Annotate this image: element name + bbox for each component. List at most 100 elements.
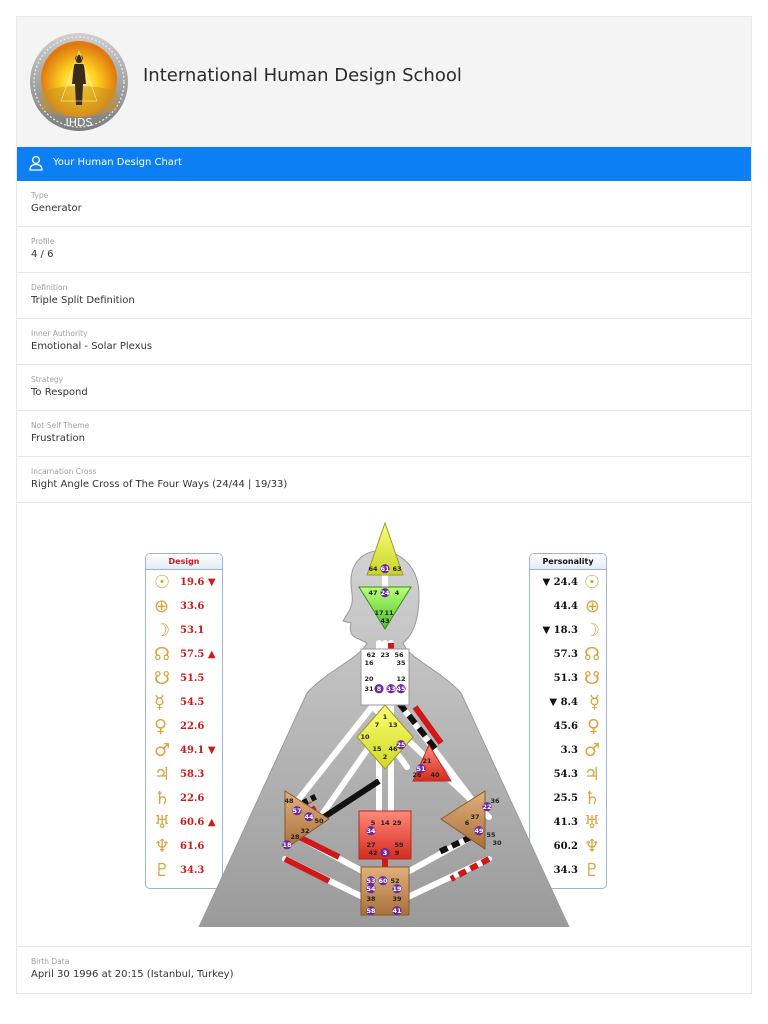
detail-strategy: Strategy To Respond xyxy=(17,365,751,411)
design-value: 49.1 ▼ xyxy=(180,745,216,756)
gate-label-26: 26 xyxy=(412,771,422,779)
g-center xyxy=(356,704,414,770)
user-icon xyxy=(29,155,43,171)
personality-value: 25.5 xyxy=(553,793,578,804)
ihds-logo[interactable]: IHDS xyxy=(29,29,129,135)
personality-row-saturn: 25.5 ♄ xyxy=(530,788,606,810)
gate-label-13: 13 xyxy=(388,721,397,729)
gate-marker xyxy=(378,876,388,886)
logo-text: IHDS xyxy=(66,116,93,129)
chart-title: Your Human Design Chart xyxy=(53,157,182,168)
personality-value: 3.3 xyxy=(560,745,578,756)
gate-label-37: 37 xyxy=(470,813,479,821)
gate-label-41: 41 xyxy=(392,907,402,915)
design-row-south-node: ☋51.5 xyxy=(146,668,222,690)
personality-value: 41.3 xyxy=(553,817,578,828)
detail-label: Strategy xyxy=(31,375,64,384)
gate-marker xyxy=(396,740,406,750)
gate-label-54: 54 xyxy=(366,885,376,893)
gate-marker xyxy=(374,684,384,694)
design-value: 22.6 xyxy=(180,721,205,732)
design-row-mercury: ☿54.5 xyxy=(146,692,222,714)
gate-label-60: 60 xyxy=(378,877,388,885)
gate-label-25: 25 xyxy=(396,741,406,749)
personality-panel-title: Personality xyxy=(530,554,606,570)
personality-value: 44.4 xyxy=(553,601,578,612)
gate-label-40: 40 xyxy=(430,771,440,779)
gate-label-64: 64 xyxy=(368,565,378,573)
personality-row-south-node: 51.3☋ xyxy=(530,668,606,690)
neptune-icon: ♆ xyxy=(583,836,600,857)
gate-label-50: 50 xyxy=(314,817,324,825)
personality-row-mars: 3.3♂ xyxy=(530,740,606,762)
gate-label-3: 3 xyxy=(383,849,388,857)
detail-value: Frustration xyxy=(31,433,85,444)
gate-label-53: 53 xyxy=(366,877,375,885)
personality-row-pluto: 34.3♇ xyxy=(530,860,606,882)
detail-value: 4 / 6 xyxy=(31,249,54,260)
gate-label-39: 39 xyxy=(392,895,402,903)
pluto-icon: ♇ xyxy=(154,860,171,881)
mars-icon: ♂ xyxy=(154,740,171,761)
design-row-mars: ♂ 49.1 ▼ xyxy=(146,740,222,762)
pluto-icon: ♇ xyxy=(583,860,600,881)
personality-value: ▼ 18.3 xyxy=(542,625,578,636)
gate-marker xyxy=(366,826,376,836)
gate-label-8: 8 xyxy=(377,685,382,693)
personality-value: 60.2 xyxy=(553,841,578,852)
personality-value: ▼ 24.4 xyxy=(542,577,578,588)
gate-marker xyxy=(396,684,406,694)
south-node-icon: ☋ xyxy=(584,668,600,689)
gate-label-7: 7 xyxy=(375,721,380,729)
design-value: 53.1 xyxy=(180,625,205,636)
mercury-icon: ☿ xyxy=(154,692,166,713)
design-row-jupiter: ♃58.3 xyxy=(146,764,222,786)
gate-label-31: 31 xyxy=(364,685,374,693)
design-row-moon: ☽53.1 xyxy=(146,620,222,642)
gate-label-17: 17 xyxy=(374,609,383,617)
jupiter-icon: ♃ xyxy=(154,764,171,785)
gate-label-20: 20 xyxy=(364,675,374,683)
gate-marker xyxy=(380,564,390,574)
gate-label-10: 10 xyxy=(360,733,370,741)
personality-value: 54.3 xyxy=(553,769,578,780)
personality-row-earth: 44.4⊕ xyxy=(530,596,606,618)
design-value: 33.6 xyxy=(180,601,205,612)
sun-icon: ☉ xyxy=(583,572,600,593)
gate-label-52: 52 xyxy=(390,877,399,885)
jupiter-icon: ♃ xyxy=(583,764,600,785)
detail-value: Emotional - Solar Plexus xyxy=(31,341,153,352)
gate-label-42: 42 xyxy=(368,849,377,857)
design-row-earth: ⊕33.6 xyxy=(146,596,222,618)
design-value: 57.5 ▲ xyxy=(180,649,216,660)
south-node-icon: ☋ xyxy=(154,668,170,689)
gate-label-46: 46 xyxy=(388,745,398,753)
detail-label: Inner Authority xyxy=(31,329,88,338)
detail-value: To Respond xyxy=(31,387,88,398)
gate-label-18: 18 xyxy=(282,841,292,849)
gate-label-11: 11 xyxy=(384,609,394,617)
gate-marker xyxy=(292,806,302,816)
gate-label-35: 35 xyxy=(396,659,406,667)
gate-label-6: 6 xyxy=(465,819,470,827)
detail-value: Right Angle Cross of The Four Ways (24/4… xyxy=(31,479,288,490)
detail-label: Profile xyxy=(31,237,55,246)
gate-label-28: 28 xyxy=(290,833,300,841)
site-header: IHDS International Human Design School xyxy=(17,17,751,147)
gate-marker xyxy=(416,764,426,774)
gate-label-59: 59 xyxy=(394,841,404,849)
design-value: 60.6 ▲ xyxy=(180,817,216,828)
site-title: International Human Design School xyxy=(143,65,462,86)
saturn-icon: ♄ xyxy=(583,788,600,809)
gate-marker xyxy=(366,876,376,886)
gate-marker xyxy=(366,884,376,894)
detail-not-self-theme: Not-Self Theme Frustration xyxy=(17,411,751,457)
uranus-icon: ♅ xyxy=(154,812,171,833)
solar-plexus-center xyxy=(440,790,486,850)
gate-label-5: 5 xyxy=(371,819,376,827)
personality-row-sun: ▼ 24.4 ☉ xyxy=(530,572,606,594)
gate-label-43: 43 xyxy=(380,617,389,625)
gate-label-58: 58 xyxy=(366,907,376,915)
design-row-venus: ♀22.6 xyxy=(146,716,222,738)
